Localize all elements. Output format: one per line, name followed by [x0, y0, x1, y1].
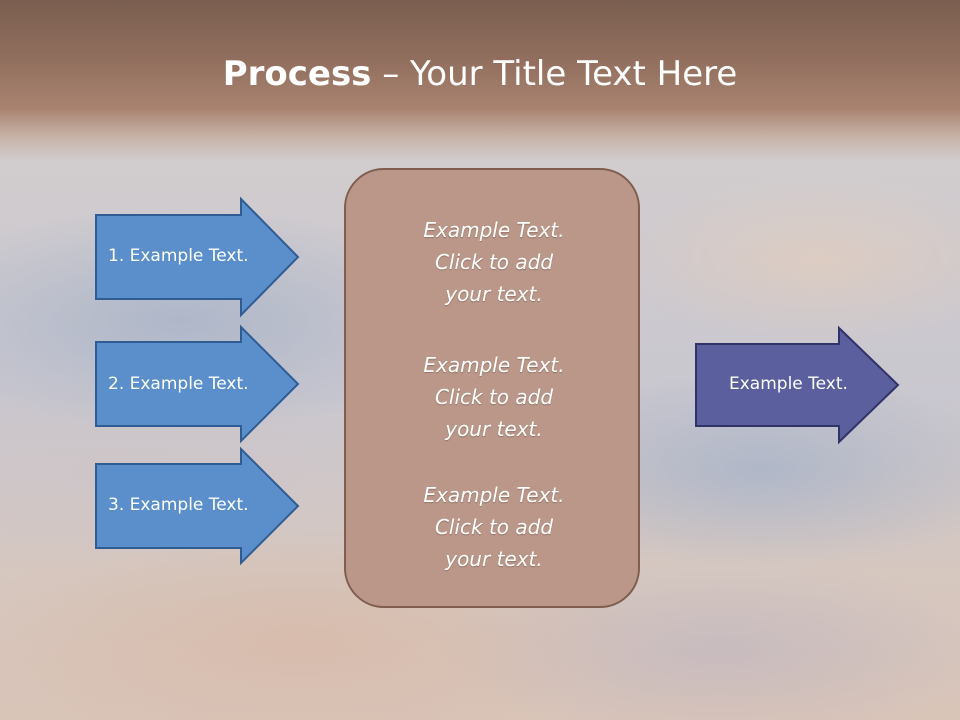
- input-arrow-1-label: 1. Example Text.: [108, 246, 249, 266]
- title-rest: – Your Title Text Here: [371, 54, 738, 94]
- input-arrow-2-shape: [95, 324, 300, 444]
- input-arrow-2[interactable]: 2. Example Text.: [95, 324, 300, 444]
- input-arrow-1[interactable]: 1. Example Text.: [95, 196, 300, 318]
- center-block-2-line-3: your text.: [445, 417, 543, 441]
- center-block-2-line-1: Example Text.: [423, 353, 565, 377]
- title-band: [0, 0, 960, 160]
- slide-title[interactable]: Process – Your Title Text Here: [0, 52, 960, 96]
- center-block-3-line-3: your text.: [445, 547, 543, 571]
- center-block-3-line-1: Example Text.: [423, 483, 565, 507]
- input-arrow-3[interactable]: 3. Example Text.: [95, 446, 300, 566]
- input-arrow-3-shape: [95, 446, 300, 566]
- output-arrow-label: Example Text.: [729, 374, 848, 394]
- center-block-3-line-2: Click to add: [434, 515, 554, 539]
- input-arrow-3-label: 3. Example Text.: [108, 495, 249, 515]
- output-arrow[interactable]: Example Text.: [695, 325, 900, 445]
- center-text-block-2: Example Text. Click to add your text.: [346, 349, 642, 445]
- output-arrow-shape: [695, 325, 900, 445]
- center-block-1-line-1: Example Text.: [423, 218, 565, 242]
- center-block-2-line-2: Click to add: [434, 385, 554, 409]
- center-block-1-line-3: your text.: [445, 282, 543, 306]
- title-bold: Process: [222, 54, 372, 94]
- center-text-block-1: Example Text. Click to add your text.: [346, 214, 642, 310]
- center-text-block-3: Example Text. Click to add your text.: [346, 479, 642, 575]
- center-text-box[interactable]: Example Text. Click to add your text. Ex…: [344, 168, 640, 608]
- input-arrow-2-label: 2. Example Text.: [108, 374, 249, 394]
- center-block-1-line-2: Click to add: [434, 250, 554, 274]
- input-arrow-1-shape: [95, 196, 300, 318]
